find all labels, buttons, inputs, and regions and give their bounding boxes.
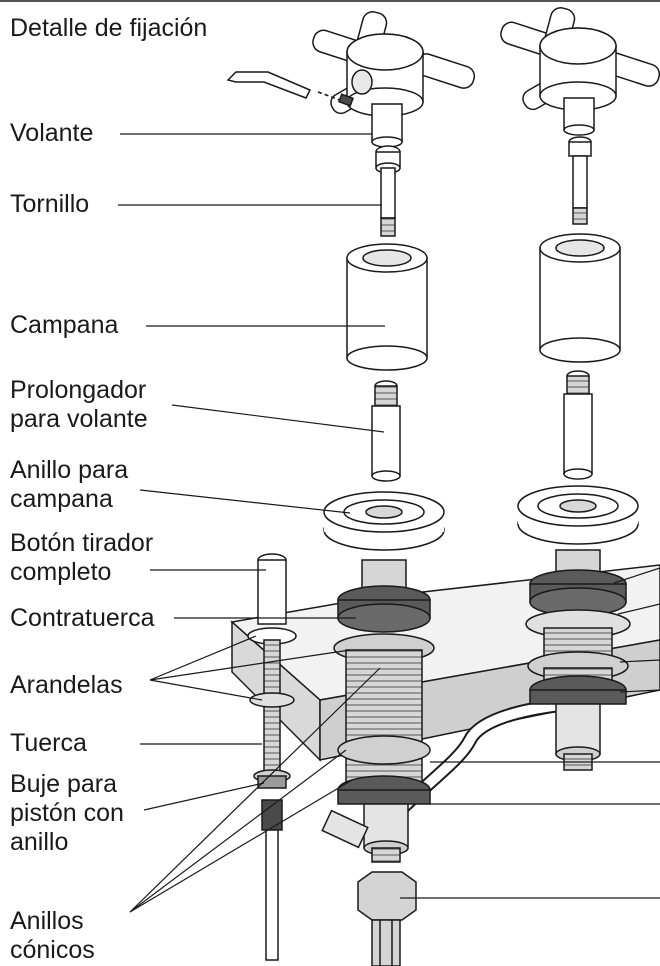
label-buje-line2: pistón con: [10, 799, 124, 827]
leader-lines: [118, 133, 660, 913]
left-handle: [312, 11, 476, 148]
allen-key: [226, 71, 354, 107]
pull-rod: [247, 553, 297, 961]
bell-ring: [323, 491, 445, 551]
label-anillo-line2: campana: [10, 485, 113, 513]
screw: [375, 145, 401, 237]
valve-body-right: [525, 549, 631, 771]
handle-extender: [371, 380, 401, 482]
right-bell: [539, 233, 621, 363]
label-buje-line3: anillo: [10, 828, 69, 856]
bell-cover: [346, 243, 428, 371]
right-screw: [568, 136, 592, 225]
label-arandelas: Arandelas: [10, 671, 123, 699]
label-boton-line2: completo: [10, 558, 112, 586]
valve-body-left: [321, 559, 435, 863]
diagram-title: Detalle de fijación: [10, 14, 208, 42]
label-prolongador-line2: para volante: [10, 405, 148, 433]
label-contratuerca: Contratuerca: [10, 604, 155, 632]
label-conicos-line2: cónicos: [10, 936, 95, 964]
label-buje-line1: Buje para: [10, 770, 118, 798]
label-campana: Campana: [10, 311, 119, 339]
label-conicos-line1: Anillos: [10, 907, 84, 935]
label-tornillo: Tornillo: [10, 190, 90, 218]
label-anillo-line1: Anillo para: [10, 456, 129, 484]
label-prolongador-line1: Prolongador: [10, 376, 147, 404]
label-volante: Volante: [10, 119, 94, 147]
label-tuerca: Tuerca: [10, 729, 87, 757]
right-bell-ring: [517, 485, 639, 545]
right-handle: [500, 7, 660, 136]
label-boton-line1: Botón tirador: [10, 529, 154, 557]
top-border: [0, 0, 660, 2]
hose-nut: [357, 871, 417, 966]
right-extender: [563, 370, 593, 480]
